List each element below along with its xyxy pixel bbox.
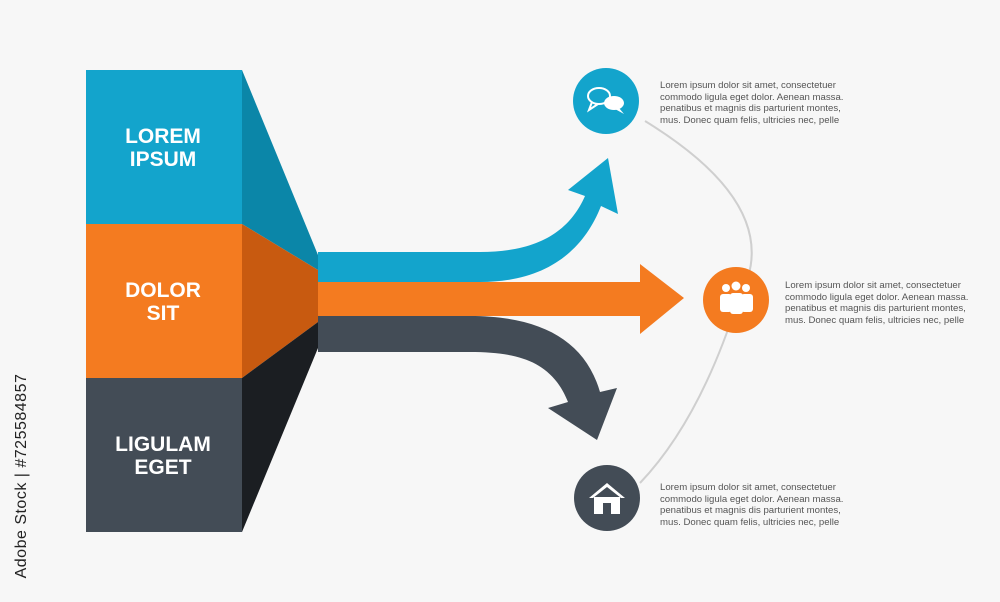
side-watermark-text: Adobe Stock | #725584857 [13, 373, 30, 579]
block-label-middle: DOLOR SIT [86, 279, 240, 325]
block-label-middle-line1: DOLOR [125, 279, 201, 302]
arrow-down [318, 316, 617, 440]
home-icon [589, 483, 625, 514]
description-line: Lorem ipsum dolor sit amet, consectetuer [660, 482, 836, 493]
block-middle-front [86, 224, 242, 378]
block-bottom-side [242, 322, 318, 532]
arrow-up [318, 158, 618, 282]
block-top-front [86, 70, 242, 224]
block-label-bottom-line1: LIGULAM [115, 433, 211, 456]
people-group-icon [720, 281, 753, 314]
block-label-middle-line2: SIT [146, 302, 180, 325]
description-middle: Lorem ipsum dolor sit amet, consectetuer… [785, 280, 975, 326]
description-line: penatibus et magnis dis parturient monte… [785, 303, 966, 315]
description-bottom: Lorem ipsum dolor sit amet, consectetuer… [660, 482, 850, 528]
description-line: penatibus et magnis dis parturient monte… [660, 505, 841, 517]
description-line: mus. Donec quam felis, ultricies nec, pe… [660, 516, 840, 528]
block-label-top: LOREM IPSUM [86, 125, 240, 171]
block-top-side [242, 70, 318, 270]
description-line: commodo ligula eget dolor. Aenean massa. [660, 493, 844, 505]
block-middle-side [242, 224, 318, 378]
description-line: mus. Donec quam felis, ultricies nec, pe… [785, 314, 965, 326]
block-label-bottom: LIGULAM EGET [86, 433, 240, 479]
block-bottom-front [86, 378, 242, 532]
description-line: Lorem ipsum dolor sit amet, consectetuer [785, 280, 961, 291]
speech-bubbles-icon [586, 87, 624, 114]
description-top: Lorem ipsum dolor sit amet, consectetuer… [660, 80, 850, 126]
arrow-straight [318, 264, 684, 334]
description-line: penatibus et magnis dis parturient monte… [660, 103, 841, 115]
description-line: commodo ligula eget dolor. Aenean massa. [660, 91, 844, 103]
description-line: Lorem ipsum dolor sit amet, consectetuer [660, 80, 836, 91]
block-label-top-line1: LOREM [125, 125, 201, 148]
block-label-top-line2: IPSUM [129, 148, 197, 171]
description-line: commodo ligula eget dolor. Aenean massa. [785, 291, 969, 303]
description-line: mus. Donec quam felis, ultricies nec, pe… [660, 114, 840, 126]
block-label-bottom-line2: EGET [134, 456, 192, 479]
